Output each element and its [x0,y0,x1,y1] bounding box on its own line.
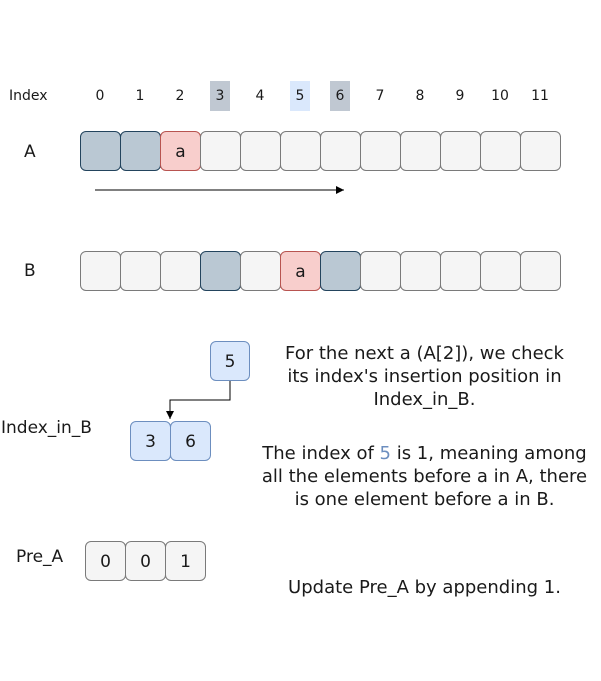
pre-a-cell-1: 0 [125,541,166,581]
explanation-1: For the next a (A[2]), we check its inde… [252,342,597,411]
index-in-b-label: Index_in_B [1,418,92,438]
row-a-cell-5 [280,131,321,171]
highlight-value: 5 [379,443,391,464]
row-a-label: A [24,142,36,162]
row-a-cell-7 [360,131,401,171]
index-3: 3 [210,81,230,111]
row-b-cell-9 [440,251,481,291]
index-11: 11 [531,88,549,104]
explanation-2-line-2: all the elements before a in A, there [261,466,588,487]
lookup-arrow [166,381,231,419]
index-1: 1 [135,88,145,104]
row-b-cell-11 [520,251,561,291]
pre-a-label: Pre_A [16,547,64,567]
explanation-1-line-2: its index's insertion position in [287,366,562,387]
index-6: 6 [330,81,350,111]
explanation-2: The index of 5 is 1, meaning among all t… [252,442,597,511]
explanation-2-line-1: The index of 5 is 1, meaning among [262,443,587,464]
explanation-1-line-1: For the next a (A[2]), we check [285,343,564,364]
row-b-cell-0 [80,251,121,291]
row-a-cell-11 [520,131,561,171]
row-a-cell-0 [80,131,121,171]
pre-a-cell-0: 0 [85,541,126,581]
row-b-cell-2 [160,251,201,291]
index-10: 10 [491,88,509,104]
row-a-cell-2: a [160,131,201,171]
explanation-3: Update Pre_A by appending 1. [288,577,561,598]
row-b-cell-3 [200,251,241,291]
index-in-b-cell-0: 3 [130,421,171,461]
explanation-1-line-3: Index_in_B. [373,389,476,410]
row-b-cell-4 [240,251,281,291]
pre-a-cell-2: 1 [165,541,206,581]
index-2: 2 [175,88,185,104]
explanation-2-line-3: is one element before a in B. [294,489,555,510]
query-value-box: 5 [210,341,250,381]
row-b-cell-8 [400,251,441,291]
row-b-cell-5: a [280,251,321,291]
index-in-b-cell-1: 6 [170,421,211,461]
index-9: 9 [455,88,465,104]
index-5: 5 [290,81,310,111]
index-label: Index [9,88,48,104]
index-0: 0 [95,88,105,104]
row-a-cell-10 [480,131,521,171]
row-b-cell-1 [120,251,161,291]
index-4: 4 [255,88,265,104]
index-7: 7 [375,88,385,104]
row-b-label: B [24,261,36,281]
index-8: 8 [415,88,425,104]
